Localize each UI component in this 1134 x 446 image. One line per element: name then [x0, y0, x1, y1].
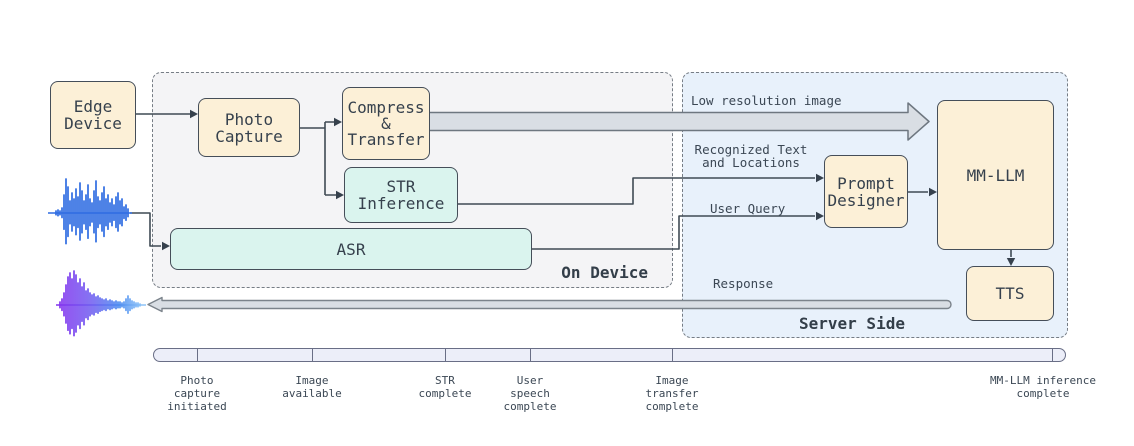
server-side-region-label: Server Side — [799, 314, 905, 333]
timeline-tick — [197, 348, 199, 361]
timeline-event-image-transfer: Image transfer complete — [645, 374, 699, 413]
timeline-tick — [445, 348, 447, 361]
compress-transfer-node: Compress & Transfer — [342, 87, 430, 160]
response-speech-waveform-icon — [56, 270, 146, 337]
timeline-bar — [153, 348, 1066, 362]
timeline-event-photo-capture: Photo capture initiated — [167, 374, 227, 413]
str-inference-node: STR Inference — [344, 167, 458, 223]
timeline-event-image-available: Image available — [282, 374, 342, 400]
user-query-label: User Query — [710, 201, 786, 216]
response-arrow — [147, 296, 952, 313]
low-resolution-image-label: Low resolution image — [691, 93, 842, 108]
recognized-text-locations-label: Recognized Text and Locations — [694, 142, 808, 170]
photo-branch-connector — [300, 121, 336, 196]
timeline-event-mmllm-inference: MM-LLM inference complete — [990, 374, 1096, 400]
str-to-prompt-connector — [458, 177, 815, 205]
photo-capture-node: Photo Capture — [198, 98, 300, 157]
input-speech-waveform-icon — [48, 178, 132, 245]
timeline-event-str-complete: STR complete — [418, 374, 472, 400]
arrowheads — [162, 109, 1016, 266]
edge-device-node: Edge Device — [50, 81, 136, 149]
timeline-tick — [672, 348, 674, 361]
timeline-event-user-speech: User speech complete — [503, 374, 557, 413]
mm-llm-node: MM-LLM — [937, 100, 1054, 250]
timeline-tick — [312, 348, 314, 361]
on-device-region-label: On Device — [561, 263, 648, 282]
asr-node: ASR — [170, 228, 532, 270]
tts-node: TTS — [966, 266, 1054, 321]
speech-to-asr-connector — [130, 212, 161, 247]
low-res-image-arrow — [428, 102, 930, 141]
asr-to-prompt-connector — [532, 215, 815, 250]
timeline-tick — [530, 348, 532, 361]
response-label: Response — [713, 276, 774, 291]
timeline-tick — [1052, 348, 1054, 361]
prompt-designer-node: Prompt Designer — [824, 155, 908, 228]
